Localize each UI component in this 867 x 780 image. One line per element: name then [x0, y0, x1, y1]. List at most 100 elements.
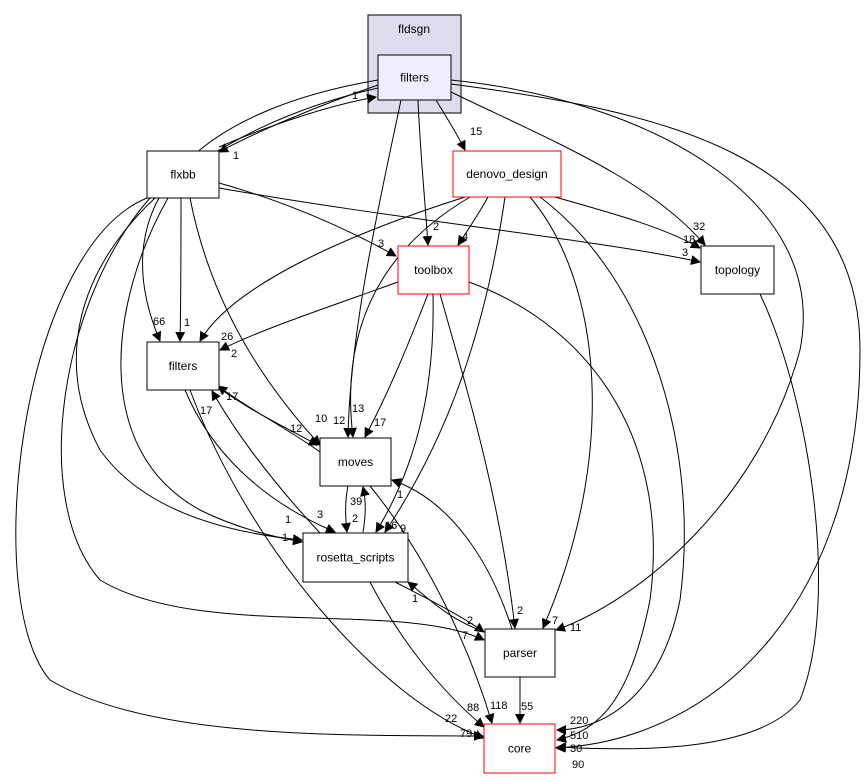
edge-line: [75, 87, 379, 545]
edge-flxbb-to-parser[interactable]: 7: [60, 197, 485, 642]
edge-label: 18: [683, 234, 695, 246]
edge-line: [529, 196, 593, 629]
node-filters[interactable]: filters: [146, 341, 220, 391]
edge-line: [364, 293, 429, 438]
edge-rosetta_scripts-to-parser[interactable]: 2: [394, 581, 485, 633]
edge-label: 118: [490, 700, 508, 712]
edge-label: 7: [552, 615, 558, 627]
edge-line: [175, 197, 186, 342]
edge-label: 1: [412, 593, 418, 605]
edge-label: 2: [352, 513, 358, 525]
edge-line: [450, 83, 861, 753]
edge-filters-to-core[interactable]: 22: [189, 389, 485, 740]
edge-filters_top-to-denovo_design[interactable]: 15: [435, 99, 482, 151]
edge-rosetta_scripts-to-core[interactable]: 88: [369, 581, 485, 728]
edge-denovo_design-to-moves[interactable]: 12: [333, 196, 471, 438]
edge-label: 2: [231, 348, 237, 360]
edge-filters-to-rosetta_scripts[interactable]: 3: [184, 389, 336, 534]
node-box: [302, 532, 409, 583]
edge-line: [391, 478, 513, 630]
cluster-label: fldsgn: [398, 22, 430, 36]
edge-label: 16: [385, 520, 397, 532]
edge-toolbox-to-rosetta_scripts[interactable]: 16: [375, 293, 434, 533]
node-box: [377, 54, 452, 101]
edge-flxbb-to-filters_top[interactable]: 1: [218, 90, 377, 148]
edge-denovo_design-to-rosetta_scripts[interactable]: 9: [384, 196, 506, 535]
edge-line: [375, 293, 434, 533]
edge-line: [407, 581, 486, 633]
edge-flxbb-to-filters[interactable]: 1: [175, 197, 190, 342]
edge-line: [218, 187, 701, 265]
edge-moves-to-rosetta_scripts[interactable]: 2: [340, 485, 359, 533]
edge-label: 12: [290, 423, 302, 435]
edge-label: 15: [470, 126, 482, 138]
edge-moves-to-core[interactable]: 118: [369, 485, 508, 724]
node-label: flxbb: [170, 168, 196, 182]
edge-label: 90: [572, 759, 584, 771]
edge-toolbox-to-moves[interactable]: 17: [364, 293, 429, 438]
edge-filters_top-to-parser[interactable]: 11: [450, 79, 804, 634]
edge-flxbb-to-toolbox[interactable]: 3: [218, 182, 397, 257]
node-label: core: [508, 742, 532, 756]
edge-flxbb-to-core[interactable]: 79: [15, 197, 484, 741]
edge-line: [218, 182, 397, 257]
edge-toolbox-to-core[interactable]: 510: [468, 281, 654, 743]
node-topology[interactable]: topology: [700, 245, 775, 295]
edge-parser-to-core[interactable]: 55: [515, 677, 533, 724]
edge-parser-to-moves[interactable]: 1: [391, 478, 513, 630]
node-moves[interactable]: moves: [319, 437, 392, 487]
node-label: filters: [169, 359, 198, 373]
edge-label: 12: [333, 415, 345, 427]
node-filters-top[interactable]: filters: [377, 54, 452, 101]
edge-label: 4: [462, 231, 468, 243]
node-rosetta-scripts[interactable]: rosetta_scripts: [302, 532, 409, 583]
edge-label: 3: [378, 238, 384, 250]
node-label: rosetta_scripts: [316, 551, 394, 565]
edge-moves-to-filters[interactable]: 17: [217, 385, 321, 453]
node-box: [319, 437, 392, 487]
edge-denovo_design-to-topology[interactable]: 18: [529, 189, 701, 249]
node-box: [397, 245, 470, 295]
edge-toolbox-to-parser[interactable]: 2: [439, 293, 523, 629]
edge-filters_top-to-toolbox[interactable]: 2: [417, 99, 439, 246]
edge-label: 1: [282, 532, 288, 544]
edge-flxbb-to-topology[interactable]: 3: [218, 187, 701, 265]
node-toolbox[interactable]: toolbox: [397, 245, 470, 295]
edge-label: 3: [682, 247, 688, 259]
edge-flxbb-to-moves[interactable]: 10: [189, 197, 327, 446]
node-box: [146, 150, 220, 199]
edge-topology-to-core[interactable]: 90: [556, 293, 820, 771]
edge-line: [529, 189, 701, 249]
node-parser[interactable]: parser: [484, 628, 556, 678]
edge-parser-to-rosetta_scripts[interactable]: 1: [407, 581, 486, 633]
edge-filters_top-to-core[interactable]: 30: [450, 83, 861, 755]
edge-filters_top-to-moves[interactable]: 13: [343, 99, 402, 438]
edge-denovo_design-to-filters[interactable]: 26: [199, 196, 466, 343]
node-label: moves: [338, 455, 373, 469]
edge-denovo_design-to-toolbox[interactable]: 4: [457, 196, 489, 246]
edge-label: 1: [397, 489, 403, 501]
edge-line: [384, 196, 506, 533]
edge-denovo_design-to-core[interactable]: 220: [539, 196, 685, 735]
node-box: [483, 723, 556, 774]
edge-label: 32: [693, 221, 705, 233]
edge-line: [417, 99, 433, 246]
edge-rosetta_scripts-to-filters[interactable]: 17: [200, 390, 321, 534]
edge-rosetta_scripts-to-moves[interactable]: 39: [350, 486, 370, 533]
edge-line: [211, 390, 321, 534]
node-flxbb[interactable]: flxbb: [146, 150, 220, 199]
edge-filters_top-to-topology[interactable]: 32: [450, 91, 706, 246]
node-box: [700, 245, 775, 295]
edge-label: 55: [521, 701, 533, 713]
edge-label: 22: [445, 713, 457, 725]
node-denovo-design[interactable]: denovo_design: [452, 150, 562, 198]
edge-filters_top-to-rosetta_scripts[interactable]: 1: [75, 87, 379, 545]
edge-line: [218, 84, 379, 153]
edge-filters_top-to-flxbb[interactable]: 1: [218, 84, 379, 162]
edge-line: [217, 385, 321, 453]
edge-denovo_design-to-parser[interactable]: 7: [529, 196, 593, 629]
edge-toolbox-to-filters[interactable]: 2: [219, 281, 399, 360]
node-core[interactable]: core: [483, 723, 556, 774]
edge-line: [435, 99, 466, 151]
